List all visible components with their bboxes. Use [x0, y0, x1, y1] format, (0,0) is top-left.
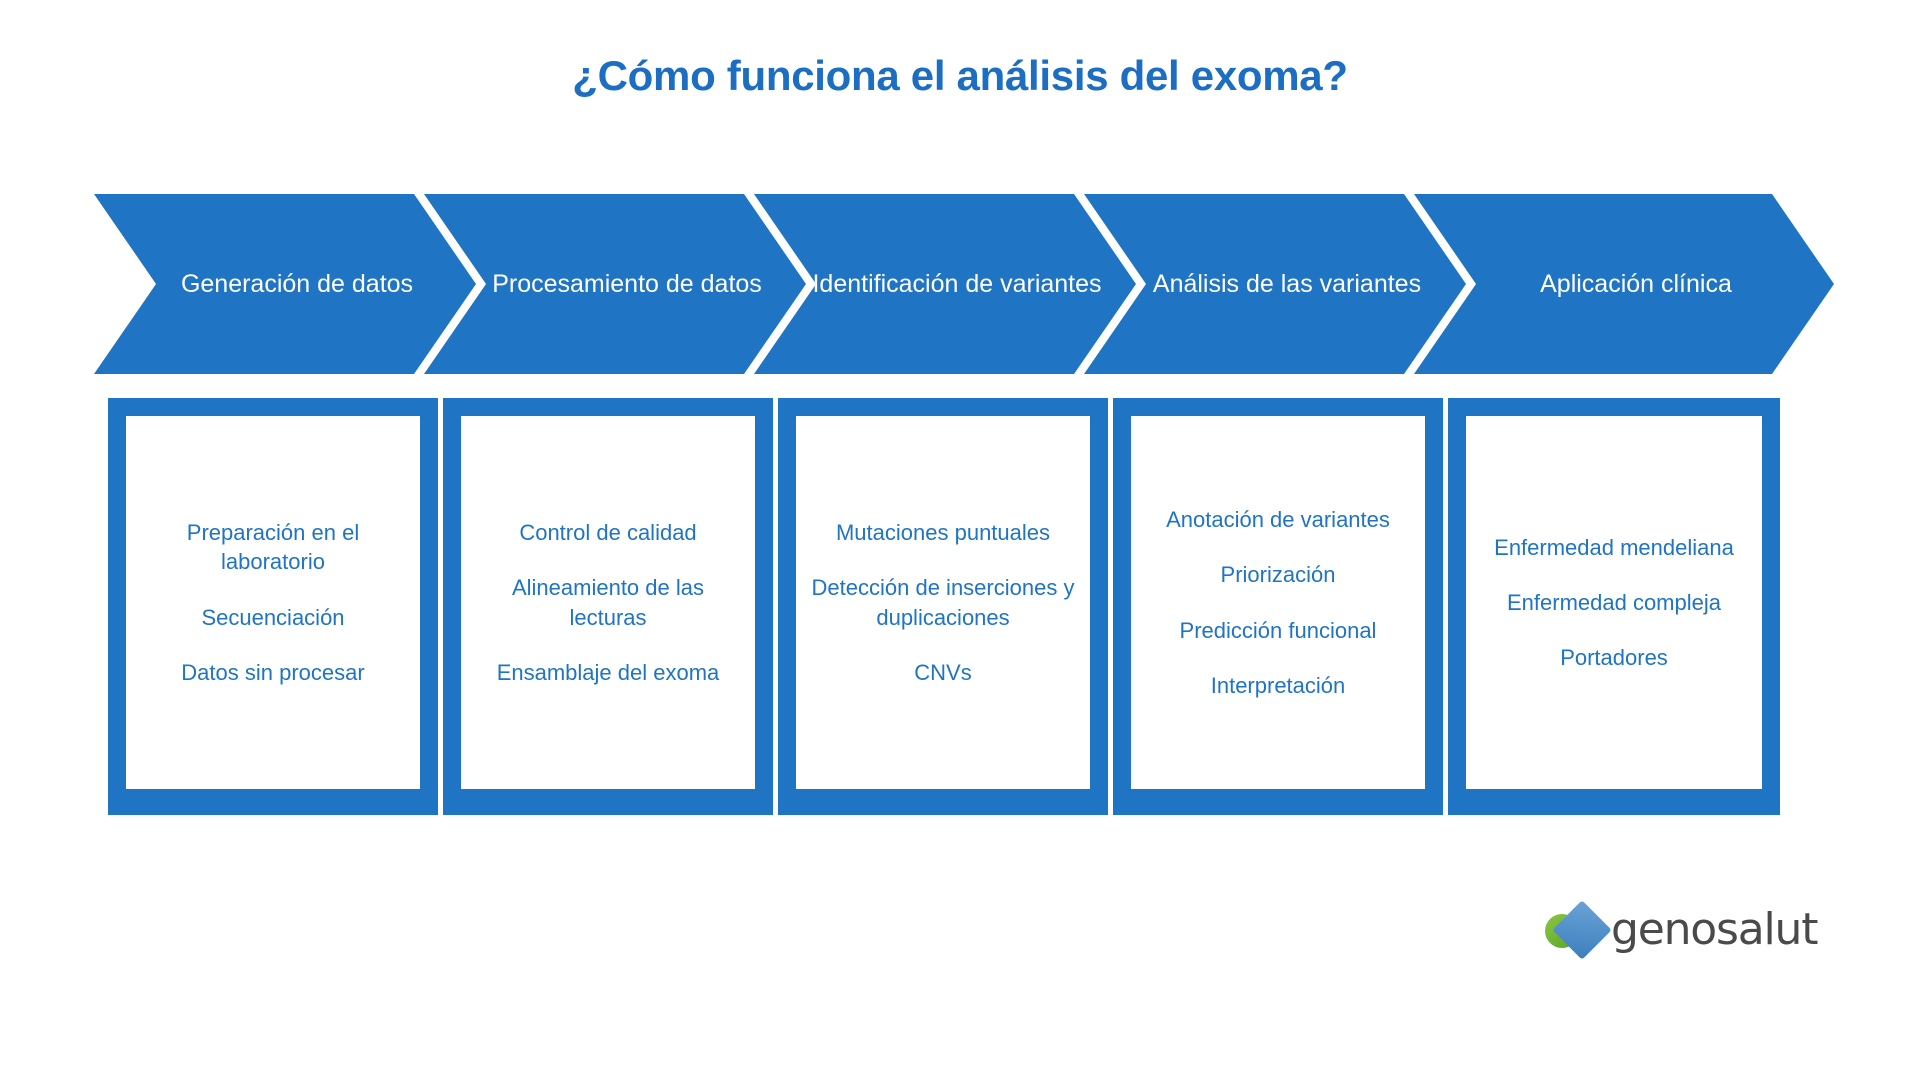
- list-item: Ensamblaje del exoma: [496, 659, 720, 685]
- stage-chevron-label: Identificación de variantes: [812, 269, 1102, 298]
- list-item: Enfermedad compleja: [1506, 589, 1721, 615]
- logo-blue-diamond-icon: [1552, 900, 1612, 960]
- logo-wordmark: genosalut: [1611, 904, 1818, 955]
- list-item: Secuenciación: [201, 604, 345, 630]
- list-item: Mutaciones puntuales: [835, 520, 1051, 545]
- list-item: Alineamiento de las lecturas: [511, 575, 704, 630]
- stage-panel-inner: Mutaciones puntuales Detección de inserc…: [796, 416, 1090, 789]
- stage-chevron-5[interactable]: Aplicación clínica: [1414, 194, 1834, 374]
- stage-chevron-1[interactable]: Generación de datos: [94, 194, 476, 374]
- stage-chevron-label: Aplicación clínica: [1540, 269, 1732, 298]
- stage-detail-panels: Preparación en el laboratorio Secuenciac…: [108, 398, 1820, 815]
- stage-chevron-4[interactable]: Análisis de las variantes: [1084, 194, 1466, 374]
- stage-chevron-label: Procesamiento de datos: [492, 269, 762, 298]
- stage-panel-4: Anotación de variantes Priorización Pred…: [1113, 398, 1443, 815]
- stage-panel-1: Preparación en el laboratorio Secuenciac…: [108, 398, 438, 815]
- list-item: Control de calidad: [519, 520, 697, 545]
- page-title: ¿Cómo funciona el análisis del exoma?: [572, 52, 1348, 99]
- list-item: Priorización: [1220, 562, 1336, 588]
- stage-panel-inner: Anotación de variantes Priorización Pred…: [1131, 416, 1425, 789]
- genosalut-logo-mark-icon: [1545, 900, 1612, 960]
- stage-panel-5: Enfermedad mendeliana Enfermedad complej…: [1448, 398, 1780, 815]
- list-item: Enfermedad mendeliana: [1494, 534, 1734, 560]
- stage-panel-inner: Enfermedad mendeliana Enfermedad complej…: [1466, 416, 1762, 789]
- list-item: Interpretación: [1210, 672, 1346, 698]
- stage-chevron-label: Análisis de las variantes: [1152, 269, 1422, 298]
- list-item: Detección de inserciones y duplicaciones: [811, 575, 1075, 630]
- stage-chevron-band: Generación de datos Procesamiento de dat…: [108, 194, 1820, 374]
- stage-panel-inner: Preparación en el laboratorio Secuenciac…: [126, 416, 420, 789]
- list-item: Datos sin procesar: [181, 659, 365, 685]
- list-item: Preparación en el laboratorio: [186, 520, 360, 575]
- stage-chevron-3[interactable]: Identificación de variantes: [754, 194, 1136, 374]
- stage-chevron-label: Generación de datos: [180, 269, 414, 298]
- stage-panel-2: Control de calidad Alineamiento de las l…: [443, 398, 773, 815]
- list-item: Anotación de variantes: [1166, 507, 1390, 532]
- list-item: Predicción funcional: [1179, 617, 1377, 643]
- stage-panel-3: Mutaciones puntuales Detección de inserc…: [778, 398, 1108, 815]
- list-item: Portadores: [1560, 645, 1668, 671]
- list-item: CNVs: [914, 659, 972, 685]
- stage-chevron-2[interactable]: Procesamiento de datos: [424, 194, 806, 374]
- genosalut-logo: genosalut: [1545, 898, 1818, 962]
- stage-panel-inner: Control de calidad Alineamiento de las l…: [461, 416, 755, 789]
